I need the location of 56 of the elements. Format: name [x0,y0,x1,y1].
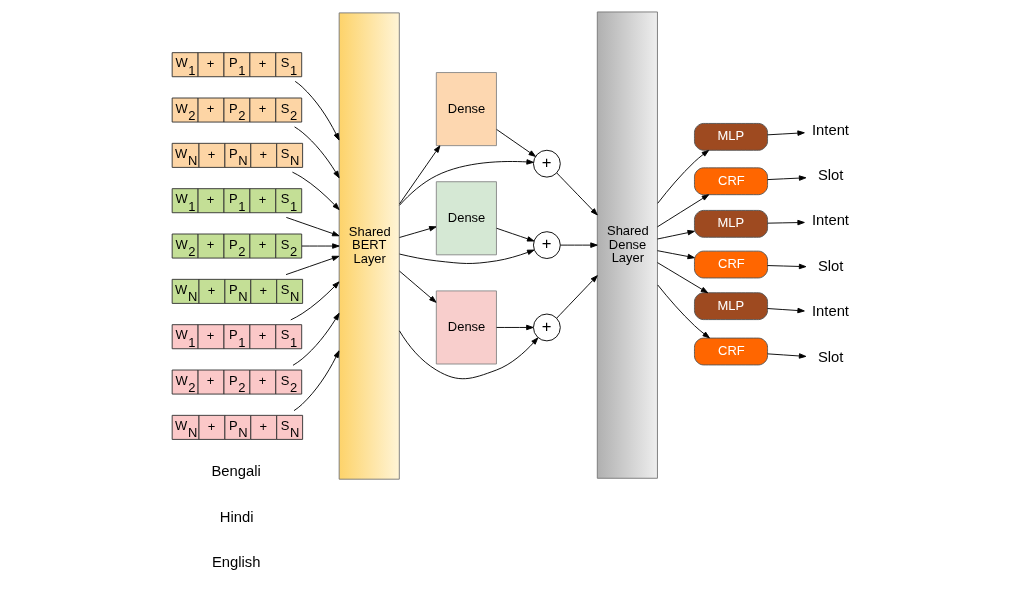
arrow [656,194,709,228]
node-text: Slot [817,257,843,274]
arrow [555,172,598,216]
arrow [398,159,534,206]
arrow [294,80,339,141]
label: English [211,553,260,570]
arrow [766,307,805,314]
arrow [766,219,805,226]
arrow [495,324,534,331]
arrow [398,145,440,205]
node-box: Shared Dense Layer [596,11,658,479]
arrow [300,243,340,249]
node-box: Dense [435,72,497,147]
arrow [398,249,534,264]
node-text: Slot [817,348,843,365]
arrow [555,275,598,319]
node-box: Shared BERT Layer [338,12,400,480]
node-text: Intent [811,121,849,138]
label: Hindi [219,508,254,525]
node-box: CRF [693,167,768,196]
arrow [398,270,436,303]
arrow [292,312,340,366]
node-text: Intent [811,303,849,320]
node-box: CRF [693,250,768,279]
node-circle: + [532,313,561,342]
node-box: MLP [693,209,768,238]
node-circle: + [532,231,561,259]
arrow [398,330,538,380]
arrow [656,284,710,339]
arrow [766,175,806,181]
arrow [656,149,709,204]
node-circle: + [532,149,561,178]
arrow [495,128,536,157]
arrow [289,281,339,321]
arrow [766,263,806,270]
arrow [293,126,340,179]
label: Bengali [210,463,261,480]
arrow [656,262,708,294]
arrow [291,171,340,211]
arrow [559,242,598,248]
node-box: Dense [435,290,497,365]
node-text: Intent [811,212,849,229]
arrow [293,350,339,412]
node-box: CRF [693,337,768,366]
arrow [285,255,339,276]
node-box: MLP [693,122,768,151]
arrow [398,226,436,238]
arrow [766,130,805,136]
node-box: Dense [435,181,497,256]
arrow [656,250,695,260]
arrow [495,227,534,242]
arrow [285,216,339,237]
node-text: Slot [817,167,843,184]
node-box: MLP [693,292,768,321]
arrow [766,353,806,359]
arrow [656,229,695,240]
